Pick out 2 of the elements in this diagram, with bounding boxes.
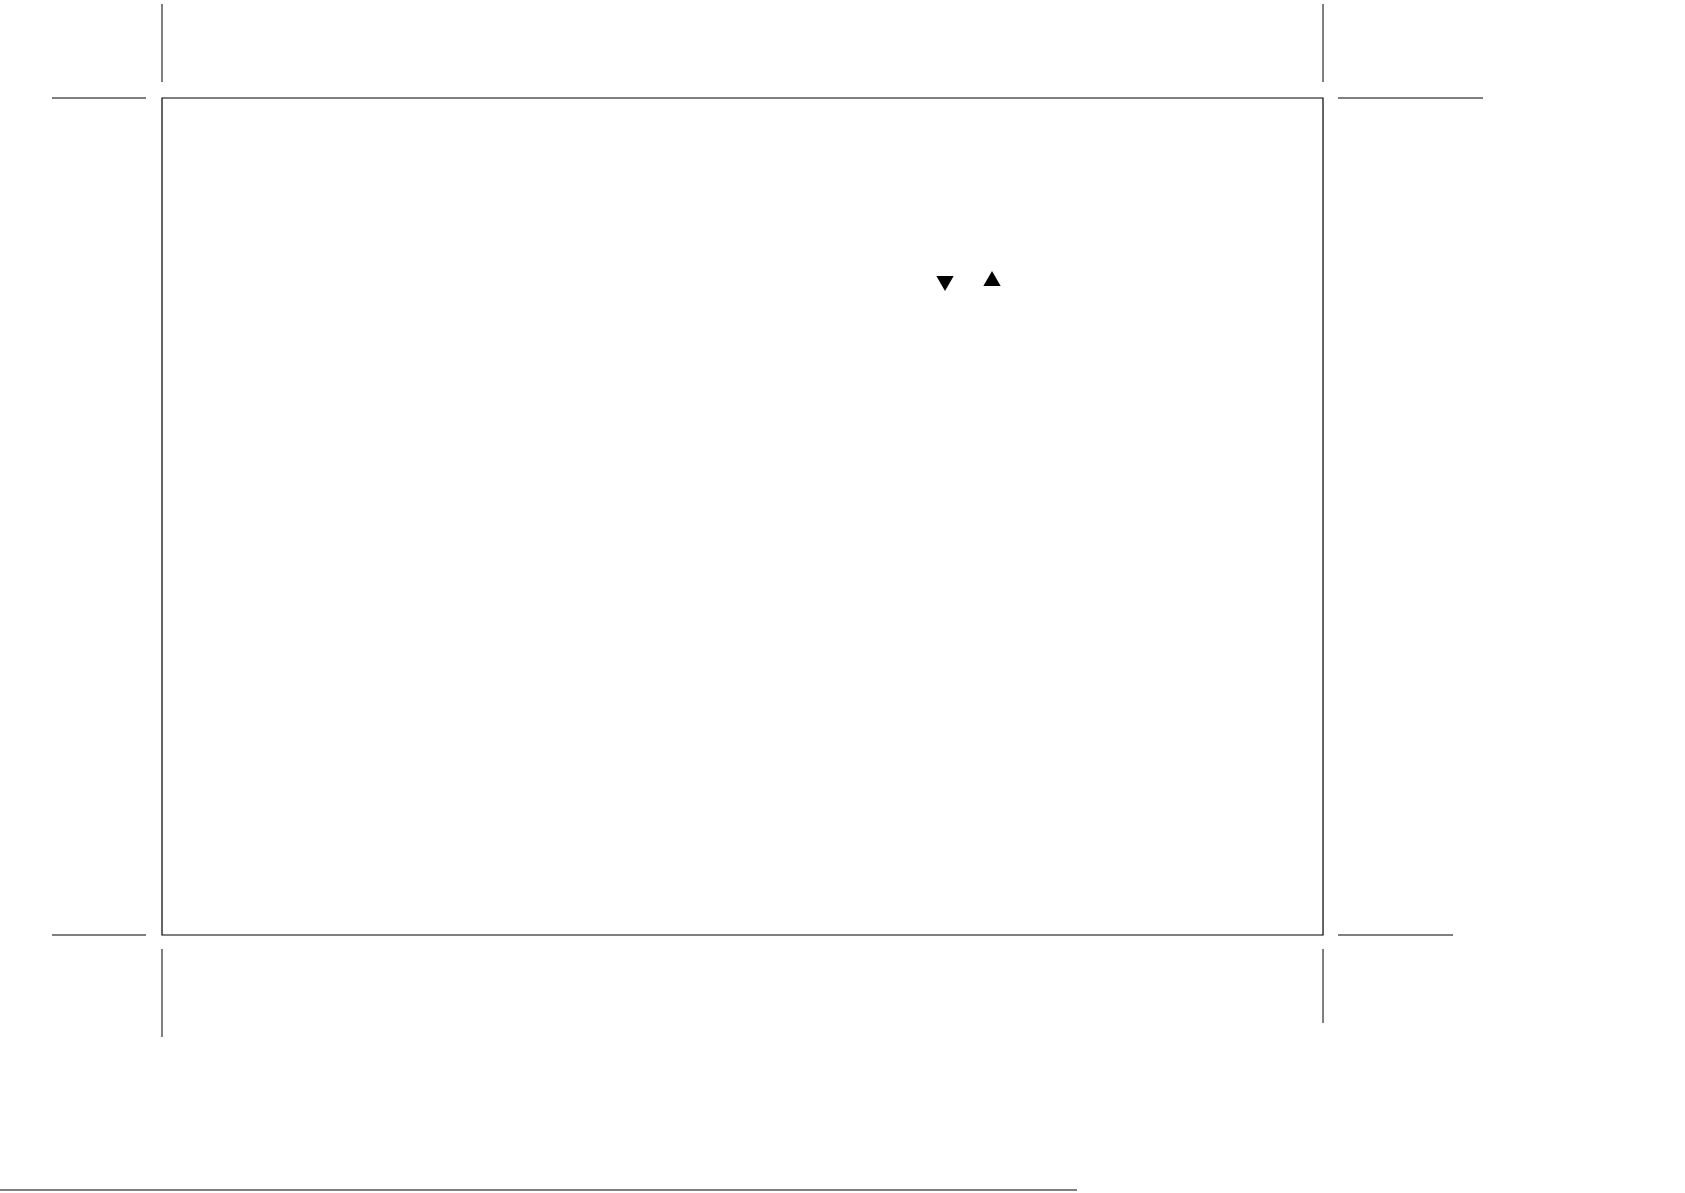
down-triangle-icon [936, 276, 954, 291]
up-triangle-icon [983, 271, 1001, 286]
